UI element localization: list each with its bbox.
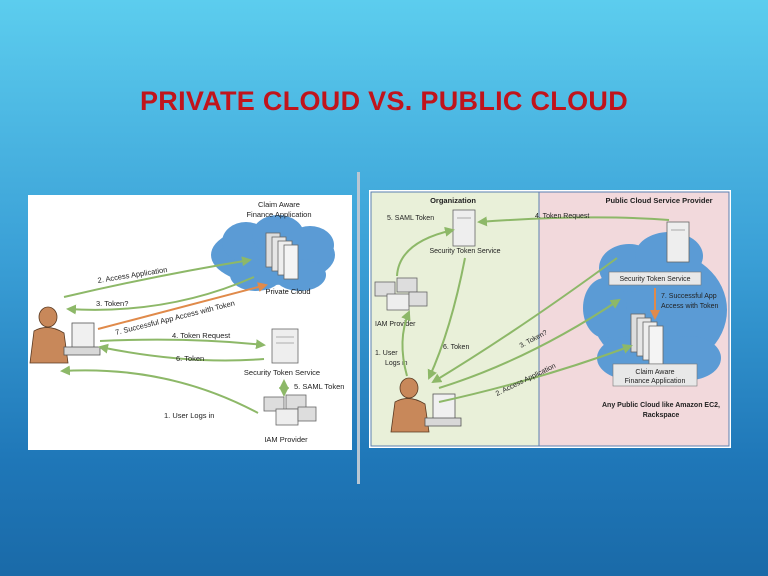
app-server-stack-icon <box>265 232 299 280</box>
private-cloud-label: Private Cloud <box>265 287 310 296</box>
successful-label-2: Access with Token <box>661 303 719 310</box>
arrow-access-application-2 <box>438 344 633 403</box>
user-logs-in-label: 1. User Logs in <box>164 411 214 420</box>
saml-token-label: 5. SAML Token <box>387 215 434 222</box>
arrow-access-application-1 <box>438 298 621 389</box>
saml-token-label: 5. SAML Token <box>294 382 344 391</box>
token-request-label: 4. Token Request <box>172 331 231 340</box>
provider-label: Public Cloud Service Provider <box>605 196 712 205</box>
cloud-sts-box <box>608 271 702 286</box>
app-server-stack-icon <box>630 313 664 365</box>
arrow-successful-access <box>97 282 268 330</box>
public-cloud-diagram: Organization Public Cloud Service Provid… <box>369 190 731 448</box>
iam-provider-icon <box>374 277 428 311</box>
sts-label: Security Token Service <box>244 368 320 377</box>
arrow-token-request <box>99 338 266 350</box>
app-label-1: Claim Aware <box>258 200 300 209</box>
iam-provider-label: IAM Provider <box>375 321 416 328</box>
app-label-2: Finance Application <box>625 378 686 385</box>
iam-provider-label: IAM Provider <box>264 435 308 444</box>
app-box <box>612 363 698 387</box>
public-cloud-svg: Organization Public Cloud Service Provid… <box>370 191 730 447</box>
organization-label: Organization <box>430 196 476 205</box>
app-label-2: Finance Application <box>246 210 311 219</box>
public-cloud-label-2: Rackspace <box>643 412 680 419</box>
org-sts-label: Security Token Service <box>429 248 500 255</box>
user-logs-label-2: Logs in <box>385 360 408 367</box>
private-cloud-svg: Claim Aware Finance Application Private … <box>29 200 344 444</box>
token-label: 6. Token <box>176 354 204 363</box>
token-request-label: 4. Token Request <box>535 213 589 220</box>
private-cloud-diagram: Claim Aware Finance Application Private … <box>28 195 352 450</box>
sts-server-icon <box>271 328 299 364</box>
user-icon <box>390 377 462 433</box>
arrow-user-logs-in <box>401 310 411 377</box>
token-label: 6. Token <box>443 344 469 351</box>
app-label-1: Claim Aware <box>635 369 674 376</box>
arrow-token-question <box>66 276 255 315</box>
token-question-label: 3. Token? <box>96 299 128 308</box>
successful-label-1: 7. Successful App <box>661 293 717 300</box>
cloud-sts-label: Security Token Service <box>619 276 690 283</box>
arrow-access-application <box>63 256 252 298</box>
user-logs-label-1: 1. User <box>375 350 398 357</box>
arrow-token-question <box>431 257 618 384</box>
arrow-token <box>98 343 265 362</box>
iam-provider-icon <box>263 394 317 426</box>
arrow-saml-token <box>396 226 455 277</box>
arrow-token-request <box>477 216 670 227</box>
org-sts-server-icon <box>452 209 476 247</box>
slide-title: PRIVATE CLOUD VS. PUBLIC CLOUD <box>139 86 628 116</box>
arrow-user-logs-in <box>60 365 259 414</box>
user-icon <box>29 306 101 364</box>
cloud-sts-server-icon <box>666 221 690 263</box>
arrow-token <box>427 257 466 380</box>
public-cloud-label-1: Any Public Cloud like Amazon EC2, <box>602 402 720 409</box>
divider <box>357 172 360 484</box>
